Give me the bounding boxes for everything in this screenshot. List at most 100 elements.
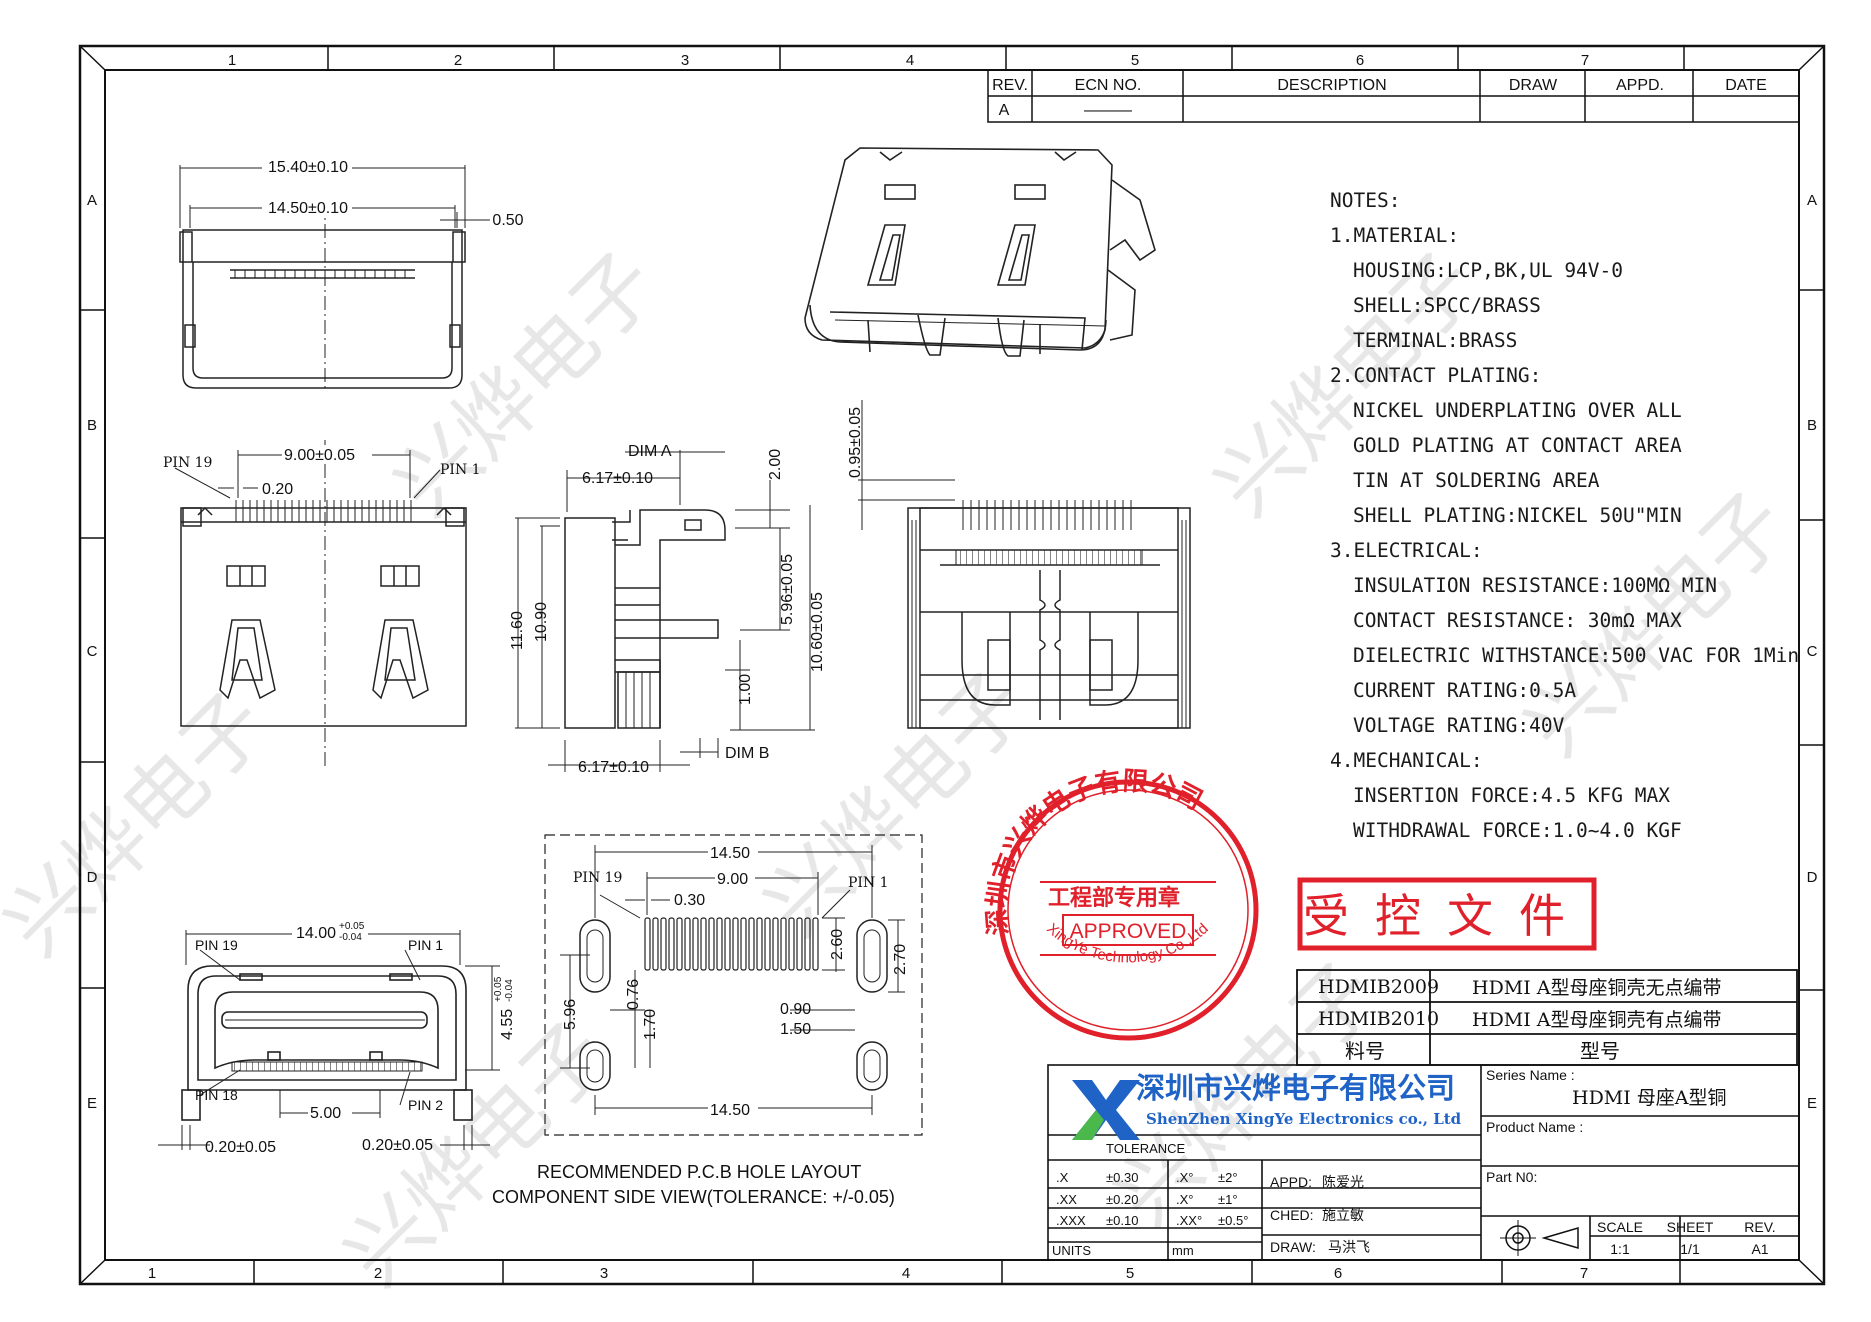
dim-label: 5.00 (310, 1105, 341, 1122)
tol-cell: ±2° (1218, 1170, 1238, 1185)
pcb-layout (544, 834, 923, 1136)
appd-label: APPD: (1270, 1174, 1312, 1190)
row-label: D (87, 869, 98, 886)
dim-label: 6.17±0.10 (578, 759, 649, 776)
note-line: HOUSING:LCP,BK,UL 94V-0 (1353, 259, 1624, 282)
dim-label: 0.30 (674, 892, 705, 909)
end-view-dims: 14.00 +0.05 -0.04 4.55 +0.05 -0.04 5.00 … (195, 920, 516, 1156)
dim-label: 5.96 (562, 999, 579, 1030)
dim-label: 0.95±0.05 (847, 407, 864, 478)
note-line: CURRENT RATING:0.5A (1353, 679, 1577, 702)
col-label: 6 (1334, 1265, 1342, 1282)
note-line: GOLD PLATING AT CONTACT AREA (1353, 434, 1682, 457)
note-line: DIELECTRIC WITHSTANCE:500 VAC FOR 1Min (1353, 644, 1800, 667)
dim-label: 10.60±0.05 (809, 592, 826, 672)
row-label: A (87, 192, 97, 209)
date-header: DATE (1725, 77, 1766, 94)
product-label: Product Name : (1486, 1119, 1583, 1135)
controlled-stamp: 受控文件 (1297, 877, 1597, 951)
tol-cell: .X (1056, 1170, 1069, 1185)
approval-stamp (997, 779, 1259, 1041)
border-frame (78, 44, 1826, 1286)
company-logo (1072, 1080, 1140, 1140)
note-line: SHELL:SPCC/BRASS (1353, 294, 1541, 317)
rev-cell: A (999, 102, 1010, 119)
tol-cell: .XX (1056, 1192, 1077, 1207)
note-line: NOTES: (1330, 189, 1401, 212)
pcb-layout-dims: 14.50 9.00 0.30 2.60 2.70 5.96 0.76 1.70… (492, 842, 909, 1207)
col-label: 5 (1126, 1265, 1134, 1282)
draw-name: 马洪飞 (1328, 1240, 1370, 1256)
dim-label: 14.00 (296, 925, 336, 942)
row-label: E (87, 1095, 97, 1112)
top-view-dims: 15.40±0.10 14.50±0.10 0.50 (262, 157, 524, 229)
dim-label: 1.70 (642, 1009, 659, 1040)
pin-label: PIN 18 (195, 1087, 238, 1103)
dim-label: 0.90 (780, 1001, 811, 1018)
dim-label: 11.60 (509, 611, 526, 650)
dim-label: 9.00±0.05 (284, 447, 355, 464)
dim-tol: +0.05 (339, 921, 365, 932)
model-header-desc: 型号 (1580, 1039, 1620, 1063)
dim-label: 1.50 (780, 1021, 811, 1038)
note-line: 2.CONTACT PLATING: (1330, 364, 1542, 387)
dim-label: 6.17±0.10 (582, 470, 653, 487)
dim-label: 5.96±0.05 (779, 554, 796, 625)
stamp-center-text: 工程部专用章 (1048, 885, 1180, 910)
sheet-value: 1/1 (1680, 1241, 1700, 1257)
row-label: E (1807, 1095, 1817, 1112)
tol-cell: ±0.5° (1218, 1213, 1248, 1228)
col-label: 7 (1581, 52, 1589, 69)
dim-label: 10.90 (533, 602, 550, 642)
tol-cell: ±1° (1218, 1192, 1238, 1207)
notes-block: NOTES: 1.MATERIAL: HOUSING:LCP,BK,UL 94V-0… (1330, 183, 1800, 848)
note-line: WITHDRAWAL FORCE:1.0~4.0 KGF (1353, 819, 1682, 842)
note-line: VOLTAGE RATING:40V (1353, 714, 1565, 737)
tol-cell: ±0.30 (1106, 1170, 1138, 1185)
series-label: Series Name : (1486, 1067, 1575, 1083)
col-label: 1 (228, 52, 236, 69)
pin-label: PIN 1 (408, 937, 443, 953)
sheet-label: SHEET (1667, 1219, 1714, 1235)
col-label: 2 (374, 1265, 382, 1282)
col-label: 4 (902, 1265, 910, 1282)
pin-label: PIN 19 (573, 870, 622, 886)
appd-name: 陈爱光 (1322, 1174, 1364, 1191)
dim-label: 0.50 (492, 212, 523, 229)
note-line: 1.MATERIAL: (1330, 224, 1460, 247)
side-view (515, 450, 815, 772)
model-code: HDMIB2009 (1318, 976, 1439, 998)
tol-cell: .X° (1176, 1192, 1193, 1207)
note-line: INSULATION RESISTANCE:100MΩ MIN (1353, 574, 1717, 597)
tol-cell: .XX° (1176, 1213, 1202, 1228)
scale-value: 1:1 (1610, 1241, 1630, 1257)
col-label: 7 (1580, 1265, 1588, 1282)
dim-label: DIM A (628, 443, 672, 460)
description-header: DESCRIPTION (1277, 77, 1386, 94)
tol-cell: .X° (1176, 1170, 1193, 1185)
rear-view-dims: 0.95±0.05 (847, 407, 864, 478)
dim-label: 2.60 (829, 929, 846, 960)
pin-label: PIN 19 (163, 455, 212, 471)
model-code: HDMIB2010 (1318, 1008, 1439, 1030)
pin-label: PIN 1 (848, 875, 889, 891)
units-value: mm (1172, 1243, 1194, 1258)
top-view (179, 165, 490, 390)
controlled-text: 受控文件 (1303, 890, 1591, 942)
col-label: 6 (1356, 52, 1364, 69)
col-label: 5 (1131, 52, 1139, 69)
note-line: TIN AT SOLDERING AREA (1353, 469, 1600, 492)
dim-label: 4.55 (499, 1009, 516, 1040)
zone-labels: 1 2 3 4 5 6 7 1 2 3 4 5 6 7 A B C D E A … (87, 52, 1818, 1282)
model-table: HDMIB2009 HDMI A型母座铜壳无点编带 HDMIB2010 HDMI… (1296, 969, 1798, 1066)
dim-tol: -0.04 (339, 932, 362, 943)
note-line: INSERTION FORCE:4.5 KFG MAX (1353, 784, 1670, 807)
row-label: B (1807, 417, 1817, 434)
rev-label: REV. (1744, 1219, 1775, 1235)
stamp-text: 深圳市兴烨电子有限公司 XingYe Technology Co.,Ltd 工程… (981, 766, 1211, 967)
tol-cell: ±0.10 (1106, 1213, 1138, 1228)
appd-header: APPD. (1616, 77, 1664, 94)
col-label: 3 (681, 52, 689, 69)
stamp-ring-text: 深圳市兴烨电子有限公司 (981, 766, 1207, 937)
